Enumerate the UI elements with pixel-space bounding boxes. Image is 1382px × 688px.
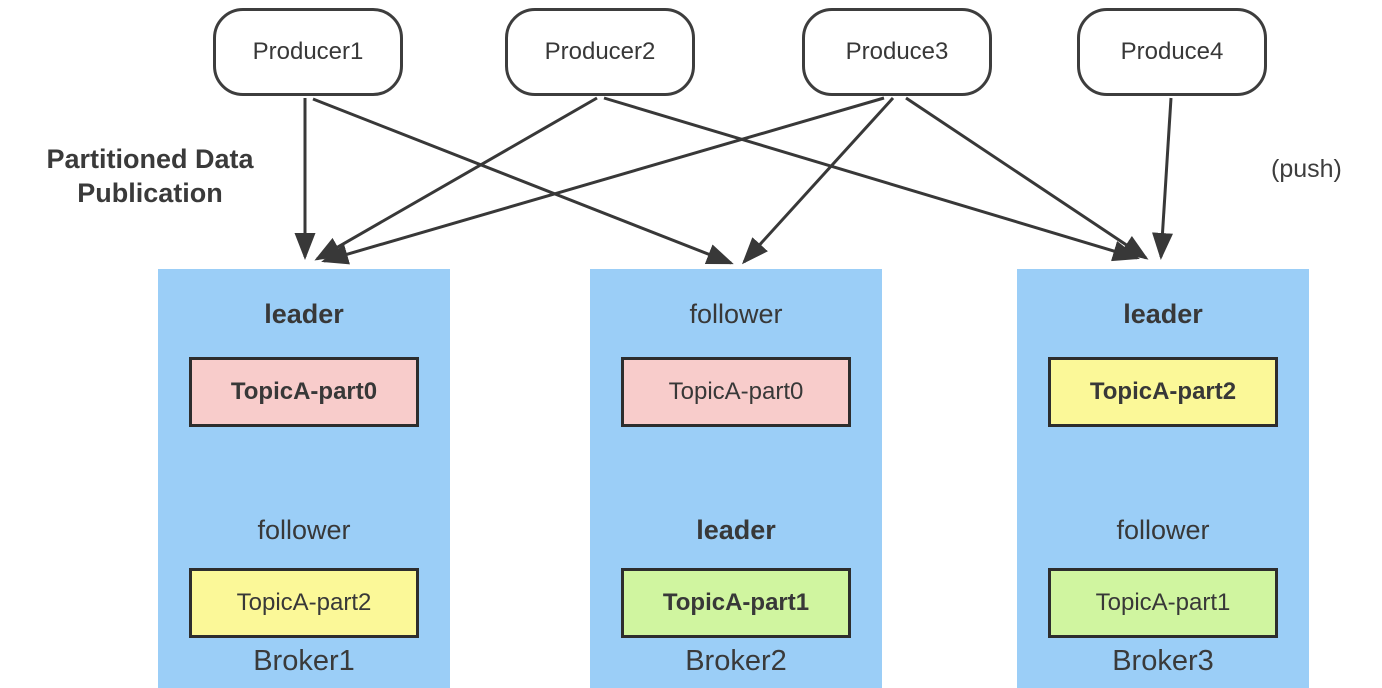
arrow-produce3-to-broker1 — [321, 96, 885, 265]
broker2-slot1-role: follower — [689, 299, 783, 329]
partitioned-data-publication-label: Partitioned Data Publication — [46, 144, 254, 208]
broker1-name: Broker1 — [253, 645, 355, 677]
arrow-producer2-to-broker1 — [314, 96, 598, 261]
broker3-node: leader TopicA-part2 follower TopicA-part… — [1017, 269, 1309, 688]
broker1-slot2-topic-label: TopicA-part2 — [236, 589, 372, 616]
broker3-slot1-role: leader — [1123, 299, 1203, 329]
broker2-slot2-role: leader — [696, 515, 776, 545]
arrow-produce3-to-broker3 — [905, 96, 1149, 260]
broker1-slot1-topic-label: TopicA-part0 — [230, 378, 378, 405]
broker3-slot1-topic-box: TopicA-part2 — [1048, 357, 1278, 427]
arrow-produce3-to-broker2 — [741, 96, 895, 265]
push-label: (push) — [1271, 155, 1342, 183]
arrow-produce4-to-broker3 — [1152, 97, 1173, 260]
broker1-slot2-topic-box: TopicA-part2 — [189, 568, 419, 638]
broker1-slot2-role: follower — [257, 515, 351, 545]
broker1-slot1-role: leader — [264, 299, 344, 329]
producer3-label: Produce3 — [845, 38, 949, 65]
broker3-slot1-topic-label: TopicA-part2 — [1089, 378, 1237, 405]
broker2-slot2-topic-box: TopicA-part1 — [621, 568, 851, 638]
broker1-slot1-topic-box: TopicA-part0 — [189, 357, 419, 427]
broker2-slot1-topic-box: TopicA-part0 — [621, 357, 851, 427]
broker1-node: leader TopicA-part0 follower TopicA-part… — [158, 269, 450, 688]
broker2-slot1-topic-label: TopicA-part0 — [668, 378, 804, 405]
producer1-node: Producer1 — [213, 8, 403, 96]
arrow-producer2-to-broker3 — [603, 96, 1140, 262]
producer4-label: Produce4 — [1120, 38, 1224, 65]
broker2-name: Broker2 — [685, 645, 787, 677]
producer2-label: Producer2 — [544, 38, 656, 65]
producer2-node: Producer2 — [505, 8, 695, 96]
broker3-slot2-topic-label: TopicA-part1 — [1095, 589, 1231, 616]
arrow-producer1-to-broker2 — [312, 97, 734, 265]
broker2-slot2-topic-label: TopicA-part1 — [662, 589, 810, 616]
broker3-slot2-role: follower — [1116, 515, 1210, 545]
producer4-node: Produce4 — [1077, 8, 1267, 96]
producer1-label: Producer1 — [252, 38, 364, 65]
broker3-slot2-topic-box: TopicA-part1 — [1048, 568, 1278, 638]
broker2-node: follower TopicA-part0 leader TopicA-part… — [590, 269, 882, 688]
broker3-name: Broker3 — [1112, 645, 1214, 677]
producer3-node: Produce3 — [802, 8, 992, 96]
